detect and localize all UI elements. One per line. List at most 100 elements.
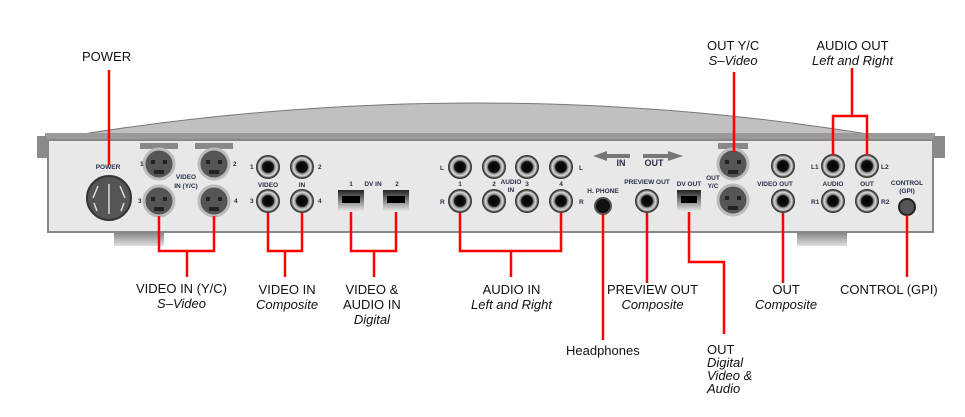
svideo-out-top[interactable] xyxy=(716,147,750,181)
chassis-side-right xyxy=(933,136,945,158)
composite-in-1[interactable] xyxy=(256,155,280,179)
svideo-num-4: 4 xyxy=(234,198,238,205)
callout-audio-in-subtitle: Left and Right xyxy=(471,297,552,312)
svideo-in-ports xyxy=(140,143,233,218)
leader-dv-out xyxy=(687,212,726,334)
label-audio-in-1: AUDIO xyxy=(501,179,522,186)
composite-in-2[interactable] xyxy=(290,155,314,179)
svideo-in-4[interactable] xyxy=(197,184,231,218)
audio-in-L-right: L xyxy=(579,165,583,172)
callout-out-yc-subtitle: S–Video xyxy=(708,53,758,68)
label-dv-out: DV OUT xyxy=(677,181,702,188)
callout-video-audio-in-title2: AUDIO IN xyxy=(343,297,401,312)
callout-power: POWER xyxy=(82,49,131,64)
panel-label-power: POWER xyxy=(96,164,121,171)
callout-audio-in: AUDIO IN Left and Right xyxy=(471,282,552,312)
leader-audio-out-b xyxy=(852,114,869,155)
video-out-1[interactable] xyxy=(771,154,795,178)
label-video-yc-1: VIDEO xyxy=(176,174,196,181)
comp-num-3: 3 xyxy=(250,198,254,205)
label-R1: R1 xyxy=(811,199,820,206)
callout-out-composite: OUT Composite xyxy=(755,282,817,312)
callout-audio-out-title: AUDIO OUT xyxy=(816,38,889,53)
leader-audio-out xyxy=(831,68,854,155)
arrow-left-icon xyxy=(593,151,630,161)
callout-video-audio-in: VIDEO & AUDIO IN Digital xyxy=(343,282,401,327)
callout-control-gpi: CONTROL (GPI) xyxy=(840,282,938,297)
audio-in-R-right: R xyxy=(579,199,584,206)
label-dv-in: DV IN xyxy=(364,181,382,188)
svideo-num-2: 2 xyxy=(233,161,237,168)
label-L1: L1 xyxy=(811,164,819,171)
callout-control-gpi-title: CONTROL (GPI) xyxy=(840,282,938,297)
callout-out-composite-title: OUT xyxy=(772,282,800,297)
control-gpi-port[interactable] xyxy=(898,198,916,216)
label-out-yc-1: OUT xyxy=(706,175,720,182)
callout-out-yc-title: OUT Y/C xyxy=(707,38,760,53)
comp-num-1: 1 xyxy=(250,164,254,171)
callout-headphones: Headphones xyxy=(566,343,640,358)
callout-power-title: POWER xyxy=(82,49,132,64)
label-out-yc-2: Y/C xyxy=(708,183,719,190)
label-control-2: (GPI) xyxy=(899,188,915,195)
dv-in-2[interactable] xyxy=(383,190,409,212)
svideo-out-bottom[interactable] xyxy=(716,183,750,217)
preview-out-port[interactable] xyxy=(635,189,659,213)
audio-in-num-2: 2 xyxy=(492,181,496,188)
composite-in-3[interactable] xyxy=(256,189,280,213)
audio-in-4R[interactable] xyxy=(549,189,573,213)
callout-video-in-yc-title: VIDEO IN (Y/C) xyxy=(136,281,228,296)
callout-video-in-composite-subtitle: Composite xyxy=(256,297,319,312)
svideo-in-3[interactable] xyxy=(142,184,176,218)
audio-out-L1[interactable] xyxy=(821,154,845,178)
headphone-jack[interactable] xyxy=(594,197,612,215)
dv-out-port[interactable] xyxy=(677,190,701,212)
dv-in-num-2: 2 xyxy=(395,181,399,188)
composite-in-4[interactable] xyxy=(290,189,314,213)
callout-dv-out-title: OUT xyxy=(707,342,735,357)
audio-in-num-4: 4 xyxy=(559,181,563,188)
label-audio-out-a: AUDIO xyxy=(823,181,844,188)
audio-in-3R[interactable] xyxy=(515,189,539,213)
comp-num-4: 4 xyxy=(318,198,322,205)
chassis-top xyxy=(69,102,881,137)
audio-out-R1[interactable] xyxy=(821,189,845,213)
callout-out-yc: OUT Y/C S–Video xyxy=(707,38,759,68)
audio-in-num-1: 1 xyxy=(458,181,462,188)
label-video-yc-2: IN (Y/C) xyxy=(174,183,197,190)
audio-in-2L[interactable] xyxy=(482,155,506,179)
callout-dv-out-subtitle2: Video & xyxy=(707,368,753,383)
callout-video-in-yc: VIDEO IN (Y/C) S–Video xyxy=(136,281,227,311)
audio-out-L2[interactable] xyxy=(855,154,879,178)
callout-audio-out: AUDIO OUT Left and Right xyxy=(812,38,893,68)
chassis-rim xyxy=(45,133,935,143)
video-out-2[interactable] xyxy=(771,189,795,213)
label-L2: L2 xyxy=(881,164,889,171)
label-R2: R2 xyxy=(881,199,890,206)
svideo-in-1[interactable] xyxy=(142,147,176,181)
callout-dv-out-subtitle3: Audio xyxy=(707,381,741,396)
composite-in-ports xyxy=(256,155,314,213)
audio-out-R2[interactable] xyxy=(855,189,879,213)
audio-in-R-left: R xyxy=(440,199,445,206)
callout-video-in-yc-subtitle: S–Video xyxy=(157,296,206,311)
power-connector[interactable] xyxy=(86,175,132,221)
callout-headphones-title: Headphones xyxy=(566,343,640,358)
label-audio-out-b: OUT xyxy=(860,181,874,188)
chassis-side-left xyxy=(37,136,47,158)
callout-dv-out-subtitle: Digital xyxy=(707,355,744,370)
callout-video-in-composite-title: VIDEO IN xyxy=(258,282,316,297)
dv-in-1[interactable] xyxy=(338,190,364,212)
audio-in-3L[interactable] xyxy=(515,155,539,179)
arrow-right-icon xyxy=(643,151,683,161)
audio-in-1L[interactable] xyxy=(448,155,472,179)
label-control-1: CONTROL xyxy=(891,180,923,187)
callout-preview-out-title: PREVIEW OUT xyxy=(607,282,699,297)
label-audio-in-2: IN xyxy=(508,187,515,194)
audio-in-4L[interactable] xyxy=(549,155,573,179)
svideo-in-2[interactable] xyxy=(197,147,231,181)
audio-in-1R[interactable] xyxy=(448,189,472,213)
audio-in-2R[interactable] xyxy=(482,189,506,213)
